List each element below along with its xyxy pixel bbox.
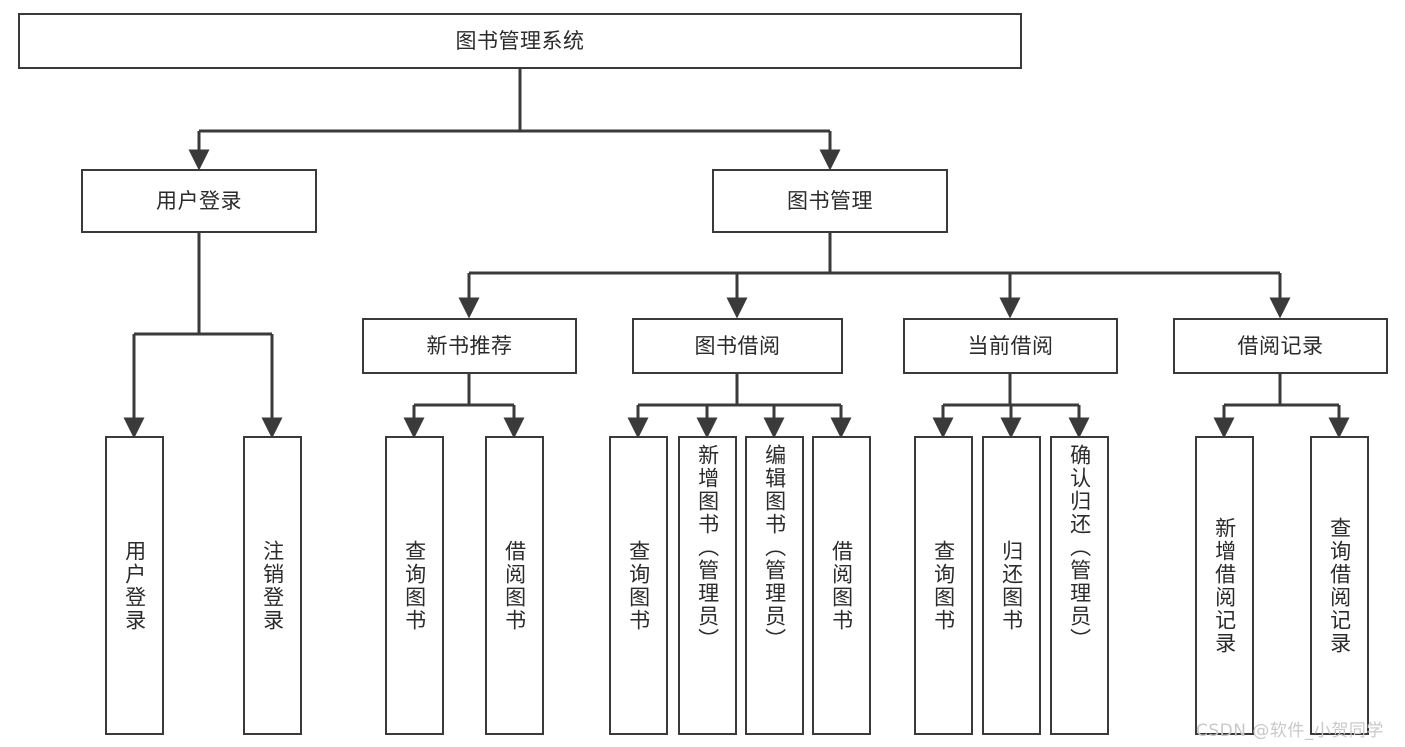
- node-new-book-recommend-label: 新书推荐: [426, 333, 513, 358]
- node-leaf-user-login-label: 用户登录: [122, 539, 147, 632]
- node-leaf-user-logout[interactable]: 注销登录: [243, 436, 302, 735]
- node-leaf-query-record-label: 查询借阅记录: [1327, 516, 1352, 655]
- node-root[interactable]: 图书管理系统: [18, 13, 1022, 69]
- node-book-management-label: 图书管理: [787, 188, 873, 213]
- node-leaf-query-book-3[interactable]: 查询图书: [914, 436, 973, 735]
- node-leaf-borrow-book-2-label: 借阅图书: [829, 539, 854, 632]
- node-leaf-query-book-3-label: 查询图书: [931, 539, 956, 632]
- node-current-borrow[interactable]: 当前借阅: [903, 318, 1118, 374]
- node-leaf-add-record[interactable]: 新增借阅记录: [1195, 436, 1254, 735]
- node-leaf-borrow-book-2[interactable]: 借阅图书: [812, 436, 871, 735]
- node-leaf-query-book-2-label: 查询图书: [626, 539, 651, 632]
- node-book-borrow-label: 图书借阅: [694, 333, 781, 358]
- node-leaf-borrow-book-1[interactable]: 借阅图书: [485, 436, 544, 735]
- node-leaf-user-logout-label: 注销登录: [260, 539, 285, 632]
- node-leaf-return-book[interactable]: 归还图书: [982, 436, 1041, 735]
- node-leaf-query-book-1-label: 查询图书: [402, 539, 427, 632]
- node-new-book-recommend[interactable]: 新书推荐: [362, 318, 577, 374]
- node-leaf-user-login[interactable]: 用户登录: [105, 436, 164, 735]
- node-borrow-record-label: 借阅记录: [1237, 333, 1324, 358]
- node-book-management[interactable]: 图书管理: [712, 169, 948, 233]
- node-leaf-add-book-label: 新增图书（管理员）: [695, 444, 720, 651]
- node-borrow-record[interactable]: 借阅记录: [1173, 318, 1388, 374]
- node-leaf-confirm-return-label: 确认归还（管理员）: [1067, 444, 1092, 651]
- node-leaf-borrow-book-1-label: 借阅图书: [502, 539, 527, 632]
- node-leaf-edit-book[interactable]: 编辑图书（管理员）: [745, 436, 804, 735]
- node-leaf-query-book-2[interactable]: 查询图书: [609, 436, 668, 735]
- node-leaf-query-book-1[interactable]: 查询图书: [385, 436, 444, 735]
- node-leaf-query-record[interactable]: 查询借阅记录: [1310, 436, 1369, 735]
- node-leaf-confirm-return[interactable]: 确认归还（管理员）: [1050, 436, 1109, 735]
- node-leaf-add-book[interactable]: 新增图书（管理员）: [678, 436, 737, 735]
- node-user-login[interactable]: 用户登录: [81, 169, 317, 233]
- node-book-borrow[interactable]: 图书借阅: [632, 318, 843, 374]
- node-leaf-add-record-label: 新增借阅记录: [1212, 516, 1237, 655]
- node-current-borrow-label: 当前借阅: [967, 333, 1054, 358]
- csdn-watermark: CSDN @软件_小贺同学: [1196, 721, 1384, 741]
- node-leaf-return-book-label: 归还图书: [999, 539, 1024, 632]
- node-user-login-label: 用户登录: [156, 188, 242, 213]
- node-root-label: 图书管理系统: [455, 28, 585, 53]
- node-leaf-edit-book-label: 编辑图书（管理员）: [762, 444, 787, 651]
